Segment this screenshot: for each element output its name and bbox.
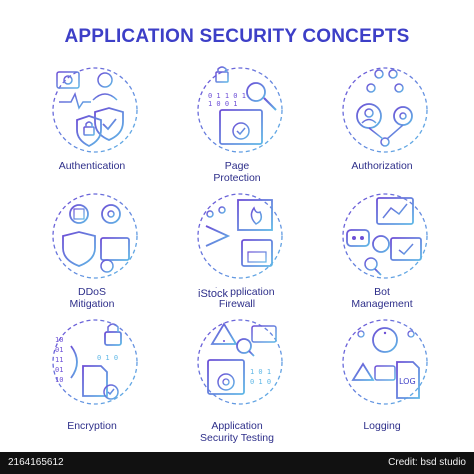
svg-text:01: 01	[55, 366, 63, 374]
concept-label: Encryption	[67, 420, 117, 432]
svg-text:0 1 0: 0 1 0	[97, 354, 118, 362]
svg-text:10: 10	[55, 336, 63, 344]
concept-label: Page Protection	[213, 160, 261, 184]
footer-bar: 2164165612 Credit: bsd studio	[0, 452, 474, 474]
fingerprint-shield-icon	[52, 67, 138, 153]
concept-label: Authentication	[58, 160, 126, 172]
warning-scan-icon: 1 0 1 0 1 0	[197, 319, 283, 405]
concept-label: Application Security Testing	[200, 420, 274, 444]
svg-text:10: 10	[55, 376, 63, 384]
user-network-icon	[342, 67, 428, 153]
svg-text:11: 11	[55, 356, 63, 364]
page-title: APPLICATION SECURITY CONCEPTS	[64, 26, 410, 47]
log-document-icon: LOG	[342, 319, 428, 405]
svg-text:1 0 1: 1 0 1	[250, 368, 271, 376]
image-id: 2164165612	[8, 457, 64, 468]
watermark: iStock	[196, 288, 230, 300]
webpage-lock-icon: 0 1 1 0 1 1 0 0 1	[197, 66, 283, 153]
svg-text:0 1 0: 0 1 0	[250, 378, 271, 386]
robot-monitor-icon	[342, 193, 428, 279]
svg-text:01: 01	[55, 346, 63, 354]
server-shield-icon	[52, 193, 138, 279]
concept-label: Authorization	[351, 160, 413, 172]
concept-label: DDoS Mitigation	[69, 286, 115, 310]
svg-text:1 0 0 1: 1 0 0 1	[208, 100, 238, 108]
svg-text:0 1 1 0 1: 0 1 1 0 1	[208, 92, 246, 100]
binary-lock-icon: 10 01 11 01 10 0 1 0	[52, 319, 138, 405]
brick-wall-fire-icon	[197, 193, 283, 279]
concept-label: Bot Management	[351, 286, 413, 310]
credit-text: Credit: bsd studio	[388, 457, 466, 468]
concept-label: Logging	[363, 420, 401, 432]
concept-label: Web Application Firewall	[199, 286, 275, 310]
svg-text:LOG: LOG	[399, 377, 416, 386]
